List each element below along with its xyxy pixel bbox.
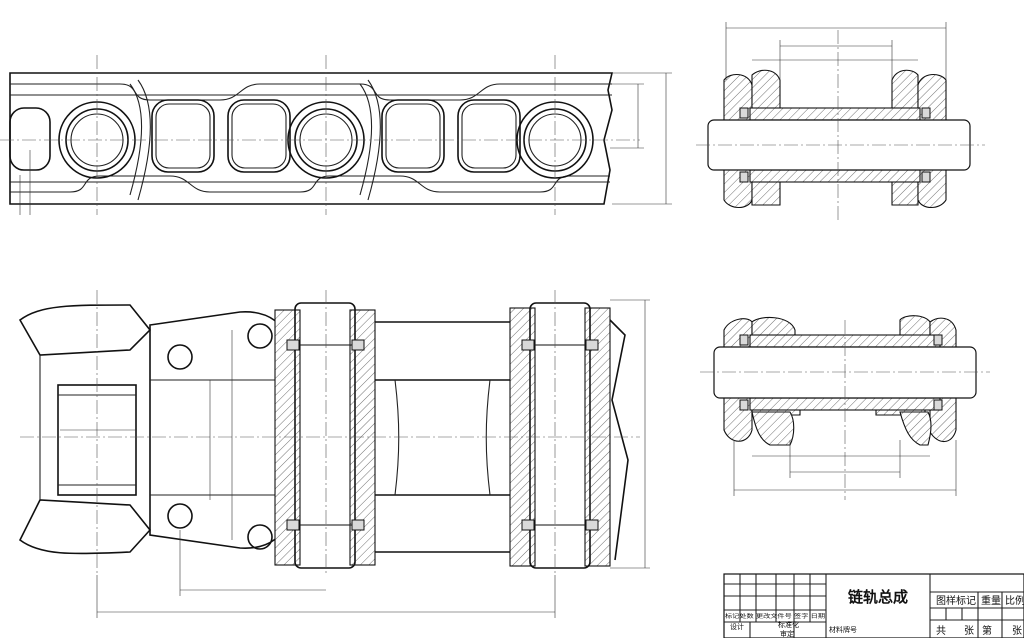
material-no-label: 材料牌号 xyxy=(829,625,857,634)
lower-cross-section xyxy=(700,315,990,500)
revision-header: 标记处数 更改文件号 签字 日期 xyxy=(725,612,825,620)
sheet-suffix-label: 张 xyxy=(1012,625,1022,637)
design-label: 设计 xyxy=(730,622,744,631)
standardization-label: 标准化 xyxy=(778,620,799,629)
weight-label: 重量 xyxy=(981,594,1001,607)
pattern-mark-label: 图样标记 xyxy=(936,594,976,607)
drawing-name: 链轨总成 xyxy=(848,588,908,606)
top-side-view xyxy=(0,55,672,215)
sheet-no-label: 第 xyxy=(982,624,992,637)
upper-cross-section xyxy=(696,22,985,220)
bottom-plan-view xyxy=(18,290,650,618)
sheets-label: 张 xyxy=(964,625,974,637)
title-block: 链轨总成 图样标记 重量 比例 标记处数 更改文件号 签字 日期 设计 标准化 … xyxy=(723,573,1024,638)
review-label: 审定 xyxy=(780,629,794,638)
total-label: 共 xyxy=(936,625,946,637)
scale-label: 比例 xyxy=(1005,594,1024,607)
